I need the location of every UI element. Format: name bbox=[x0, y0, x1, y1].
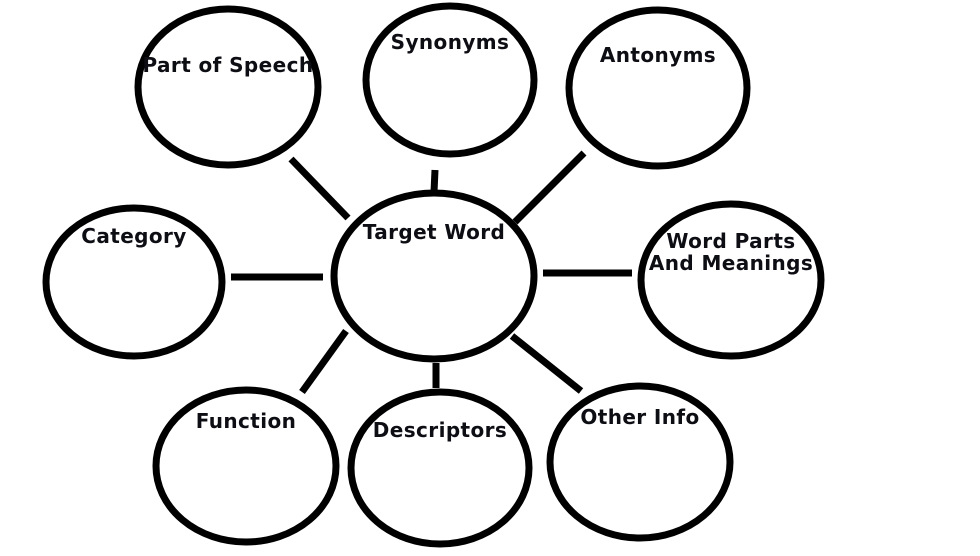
node-label-antonyms: Antonyms bbox=[600, 43, 716, 67]
node-ellipse-synonyms[interactable] bbox=[362, 2, 538, 158]
node-ellipse-function[interactable] bbox=[152, 386, 340, 546]
node-label-synonyms: Synonyms bbox=[391, 30, 510, 54]
node-descriptors[interactable]: Descriptors bbox=[347, 388, 533, 548]
node-other-info[interactable]: Other Info bbox=[546, 382, 734, 542]
node-label-descriptors: Descriptors bbox=[373, 418, 507, 442]
connector-function bbox=[299, 328, 349, 395]
connector-part-of-speech bbox=[288, 156, 351, 221]
connectors-layer bbox=[231, 150, 632, 395]
connector-other-info bbox=[509, 333, 584, 394]
node-label-part-of-speech: Part of Speech bbox=[143, 53, 314, 77]
node-ellipse-category[interactable] bbox=[42, 204, 226, 360]
node-target-word[interactable]: Target Word bbox=[330, 189, 538, 363]
connector-antonyms bbox=[512, 150, 587, 225]
node-category[interactable]: Category bbox=[42, 204, 226, 360]
node-label-other-info: Other Info bbox=[580, 405, 699, 429]
node-label-target-word: Target Word bbox=[363, 220, 506, 244]
node-part-of-speech[interactable]: Part of Speech bbox=[134, 5, 322, 169]
node-ellipse-word-parts-and-meanings[interactable] bbox=[637, 200, 825, 360]
node-ellipse-other-info[interactable] bbox=[546, 382, 734, 542]
node-function[interactable]: Function bbox=[152, 386, 340, 546]
node-synonyms[interactable]: Synonyms bbox=[362, 2, 538, 158]
node-ellipse-part-of-speech[interactable] bbox=[134, 5, 322, 169]
node-antonyms[interactable]: Antonyms bbox=[565, 6, 751, 170]
node-ellipse-descriptors[interactable] bbox=[347, 388, 533, 548]
node-ellipse-antonyms[interactable] bbox=[565, 6, 751, 170]
node-label-category: Category bbox=[81, 224, 186, 248]
connector-synonyms bbox=[430, 169, 439, 193]
node-label-function: Function bbox=[196, 409, 297, 433]
node-ellipse-target-word[interactable] bbox=[330, 189, 538, 363]
